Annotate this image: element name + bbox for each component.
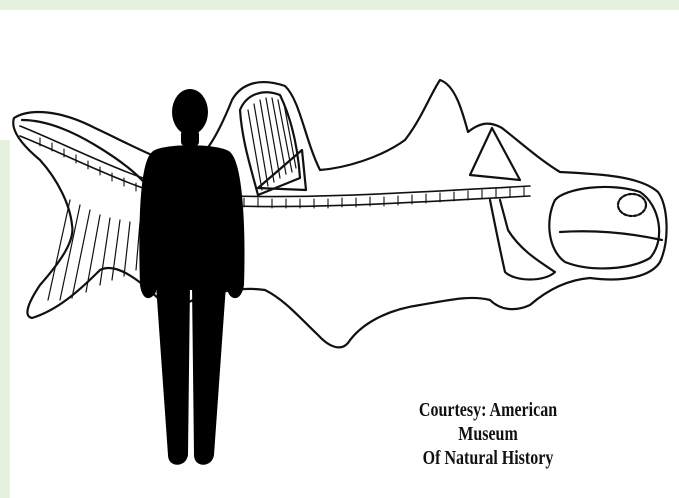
credit-line-1: Courtesy: American Museum bbox=[392, 398, 584, 446]
human-silhouette bbox=[139, 89, 244, 465]
spine-upper bbox=[20, 126, 530, 197]
credit-line-2: Of Natural History bbox=[392, 446, 584, 470]
fish-body-outline bbox=[13, 80, 666, 347]
jaw-line bbox=[560, 231, 662, 240]
vertebrae bbox=[40, 138, 524, 208]
tail-fin-rays bbox=[48, 200, 140, 300]
pectoral-fin bbox=[490, 200, 555, 280]
image-credit: Courtesy: American Museum Of Natural His… bbox=[392, 398, 584, 470]
eye-socket bbox=[618, 194, 646, 216]
